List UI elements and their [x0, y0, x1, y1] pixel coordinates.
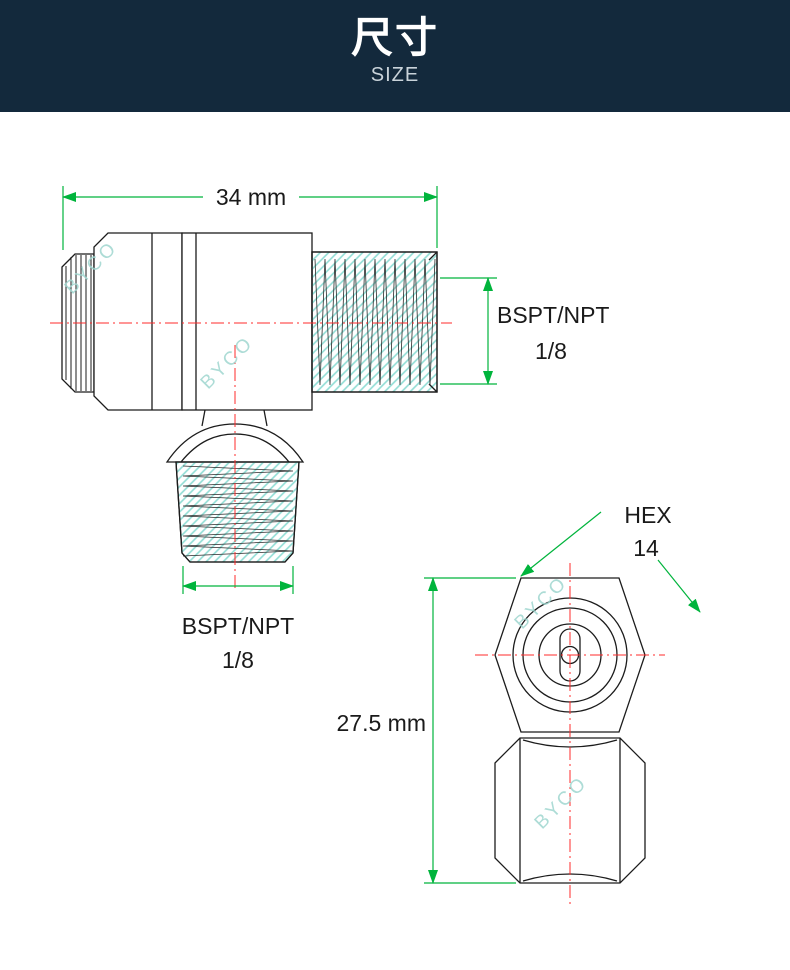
dimension-hex-14: HEX 14 — [520, 502, 701, 613]
body-middle — [181, 232, 313, 411]
thread-zigzag-right — [314, 258, 436, 386]
dim-label-backing — [203, 183, 299, 210]
dimension-width-34mm: 34 mm — [62, 183, 438, 250]
hex-value: 14 — [633, 535, 659, 561]
header: 尺寸 SIZE — [0, 0, 790, 112]
threaded-branch-bottom — [175, 461, 300, 563]
centerlines-front-view — [475, 563, 665, 907]
dimension-right-thread: BSPT/NPT 1/8 — [440, 277, 609, 385]
page-title: 尺寸 — [350, 14, 439, 61]
dimension-height-27-5mm: 27.5 mm — [337, 577, 516, 884]
leader-line — [520, 511, 602, 577]
bottom-thread-label-line1: BSPT/NPT — [182, 613, 294, 639]
hex-label: HEX — [624, 502, 671, 528]
page-subtitle: SIZE — [370, 64, 420, 86]
side-view — [61, 232, 438, 563]
thread-zigzag-bottom — [182, 465, 294, 557]
dimension-bottom-thread: BSPT/NPT 1/8 — [182, 566, 294, 673]
size-diagram-area: 34 mm BSPT/NPT 1/8 BSPT/NPT 1/8 — [0, 112, 790, 965]
centerlines-side-view — [50, 322, 452, 588]
right-thread-label-line2: 1/8 — [535, 338, 567, 364]
dim-width-label: 34 mm — [216, 184, 286, 210]
dim-height-label: 27.5 mm — [337, 710, 426, 736]
right-thread-label-line1: BSPT/NPT — [497, 302, 609, 328]
dimension-diagram: 34 mm BSPT/NPT 1/8 BSPT/NPT 1/8 — [50, 183, 701, 907]
hex-nut-side — [93, 232, 183, 411]
threaded-port-right — [311, 251, 438, 393]
leader-line — [657, 559, 701, 613]
bottom-thread-label-line2: 1/8 — [222, 647, 254, 673]
